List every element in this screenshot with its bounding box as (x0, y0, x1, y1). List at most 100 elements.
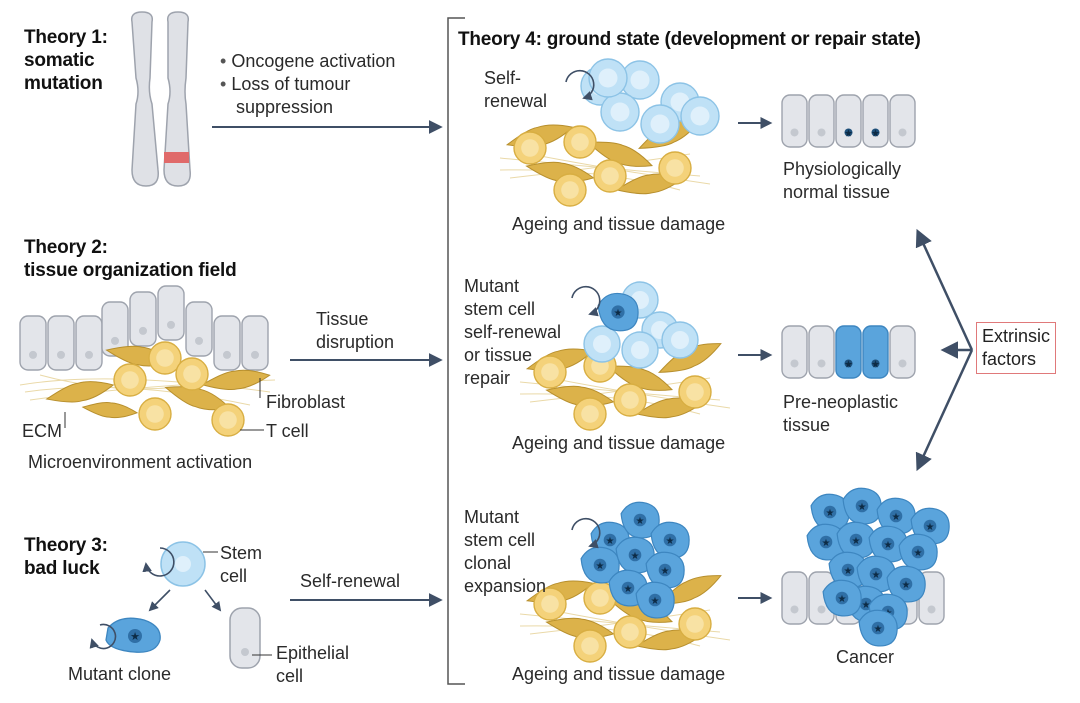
cancer-tissue-icon: ★★★★★★★★★★★★★★★ (781, 487, 950, 647)
mutation-star-icon: ★ (606, 536, 615, 547)
row2-label-line1: Mutant (464, 276, 520, 296)
mutation-star-icon: ★ (871, 359, 880, 370)
mutation-star-icon: ★ (884, 540, 893, 551)
extrinsic-line2: factors (982, 349, 1037, 369)
epithelial-cell (213, 315, 241, 371)
mutation-star-icon: ★ (826, 508, 835, 519)
ecm-label: ECM (22, 421, 62, 441)
extrinsic-line1: Extrinsic (982, 326, 1051, 346)
epithelial-cell (862, 94, 889, 148)
row3-label-line1: Mutant (464, 507, 520, 527)
row2-label-line3: self-renewal (464, 322, 562, 342)
epithelial-cell (47, 315, 75, 371)
row2-result-line1: Pre-neoplastic (783, 392, 899, 412)
mutation-star-icon: ★ (636, 516, 645, 527)
mutation-star-icon: ★ (844, 128, 853, 139)
self-renewal-arrow-icon (571, 285, 601, 317)
self-renewal-arrow-icon (142, 547, 175, 577)
theory1-bullet-2: Loss of tumour (220, 73, 350, 96)
epithelial-label-line1: Epithelial (276, 643, 350, 663)
row1-label-line1: Self- (484, 68, 522, 88)
mutation-star-icon: ★ (596, 561, 605, 572)
epithelial-cell (75, 315, 103, 371)
row3-result-label: Cancer (836, 647, 895, 667)
epithelial-cell (808, 94, 835, 148)
normal-tissue-icon: ★★ (781, 94, 916, 148)
fibroblast-cell (45, 381, 115, 403)
epithelial-cell (889, 325, 916, 379)
chromosome-icon (130, 11, 191, 187)
mutation-star-icon: ★ (858, 502, 867, 513)
mutation-star-icon: ★ (844, 359, 853, 370)
epithelial-cell (241, 315, 269, 371)
mutation-star-icon: ★ (902, 580, 911, 591)
mutation-star-icon: ★ (631, 551, 640, 562)
mutation-star-icon: ★ (130, 631, 140, 643)
epithelial-cell (19, 315, 47, 371)
mutation-star-icon: ★ (624, 584, 633, 595)
row3-caption: Ageing and tissue damage (512, 664, 726, 684)
epithelial-label-line2: cell (276, 666, 304, 686)
theory4-row2-cluster: ★ (519, 281, 731, 431)
theory1-title-line1: Theory 1: (24, 27, 108, 48)
theory2-arrow-label-line1: Tissue (316, 309, 369, 329)
row1-label-line2: renewal (484, 91, 548, 111)
theory2-caption: Microenvironment activation (28, 452, 253, 472)
theory4-bracket (447, 17, 465, 685)
theory2-title-line2: tissue organization field (24, 260, 237, 281)
mutation-star-icon: ★ (852, 536, 861, 547)
extrinsic-arrows (915, 228, 974, 472)
row2-label-line5: repair (464, 368, 511, 388)
theory1-title-line2: somatic (24, 50, 95, 71)
epithelial-cell (889, 94, 916, 148)
mutation-star-icon: ★ (822, 538, 831, 549)
epithelial-cell (229, 607, 261, 669)
theory1-title-line3: mutation (24, 73, 103, 94)
row1-result-line2: normal tissue (783, 182, 891, 202)
row3-label-line3: clonal (464, 553, 512, 573)
row3-label-line2: stem cell (464, 530, 536, 550)
theory3-cells: ★ (89, 541, 272, 669)
fibroblast-cell (81, 401, 139, 419)
theory4-row1-cluster (499, 58, 720, 207)
mutation-star-icon: ★ (872, 570, 881, 581)
theory4-title: Theory 4: ground state (development or r… (458, 29, 921, 50)
epithelial-cell (862, 325, 889, 379)
stem-cell-label-line2: cell (220, 566, 248, 586)
theory3-title-line2: bad luck (24, 558, 100, 579)
mutation-star-icon: ★ (862, 600, 871, 611)
row1-caption: Ageing and tissue damage (512, 214, 726, 234)
tcell-label: T cell (266, 421, 309, 441)
fibroblast-cell (201, 369, 271, 391)
epithelial-cell (781, 571, 808, 625)
epithelial-cell (129, 291, 157, 347)
mutation-star-icon: ★ (666, 536, 675, 547)
theory2-arrow-label-line2: disruption (316, 332, 395, 352)
mutation-star-icon: ★ (844, 566, 853, 577)
theory2-title-line1: Theory 2: (24, 237, 108, 258)
epithelial-cell (185, 301, 213, 357)
mutation-star-icon: ★ (874, 624, 883, 635)
mutation-star-icon: ★ (614, 308, 623, 319)
preneoplastic-tissue-icon: ★★ (781, 325, 916, 379)
epithelial-cell (101, 301, 129, 357)
theory4-row3-cluster: ★ ★ ★ ★ ★ ★ ★ ★ (519, 501, 731, 663)
self-renewal-arrow-icon (565, 69, 595, 101)
theory1-bullet-2-continued: suppression (236, 97, 334, 117)
mutation-star-icon: ★ (838, 594, 847, 605)
row2-result-line2: tissue (783, 415, 831, 435)
mutation-star-icon: ★ (661, 566, 670, 577)
mutation-star-icon: ★ (914, 548, 923, 559)
self-renewal-arrow-icon (571, 517, 601, 549)
row1-result-line1: Physiologically (783, 159, 902, 179)
epithelial-cell (808, 325, 835, 379)
mutation-star-icon: ★ (651, 596, 660, 607)
theory2-tissue (19, 285, 276, 437)
epithelial-cell (157, 285, 185, 341)
theory3-arrow-label: Self-renewal (300, 571, 401, 591)
theory1-bullet-1: Oncogene activation (220, 50, 395, 73)
epithelial-cell (835, 325, 862, 379)
fibroblast-label: Fibroblast (266, 392, 346, 412)
mutant-clone-label: Mutant clone (68, 664, 172, 684)
